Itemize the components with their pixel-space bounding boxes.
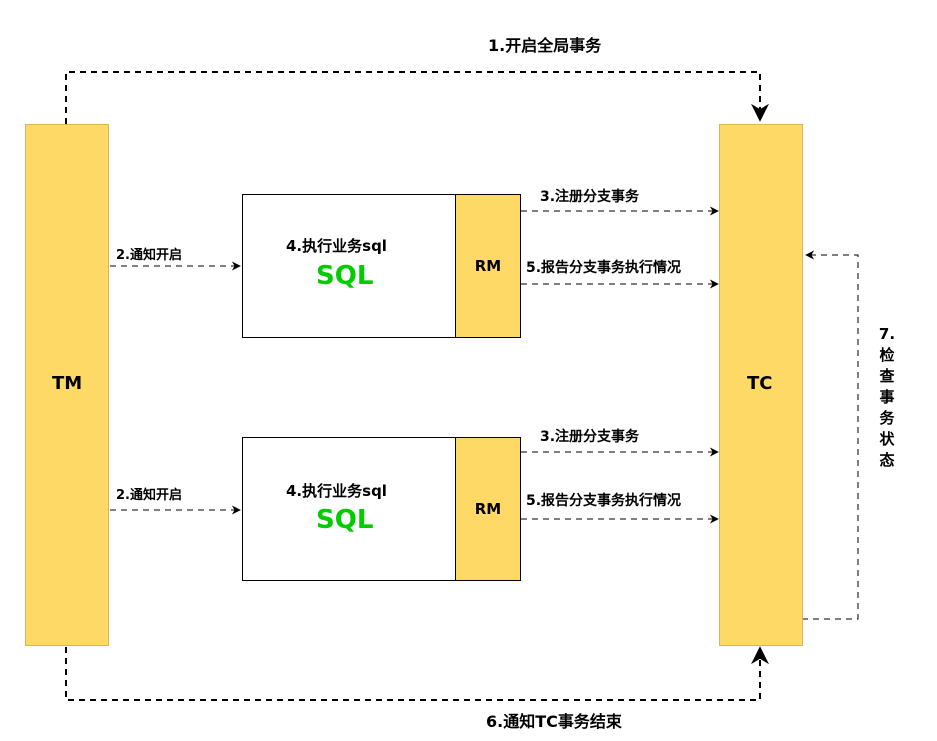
report-branch-label-2: 5.报告分支事务执行情况: [526, 493, 682, 509]
sql-label-2: SQL: [316, 505, 374, 535]
tc-label: TC: [747, 373, 773, 394]
arrow-check-transaction-status: [802, 250, 859, 620]
rm-box-1: RM: [455, 194, 521, 338]
business-sql-box-1: [242, 194, 456, 338]
register-branch-label-1: 3.注册分支事务: [540, 189, 640, 205]
tm-label: TM: [52, 373, 83, 394]
arrow-notify-tc-end: [65, 646, 769, 701]
notify-tc-end-label: 6.通知TC事务结束: [486, 712, 622, 731]
register-branch-label-2: 3.注册分支事务: [540, 429, 640, 445]
check-transaction-status-label: 7.检查事务状态: [878, 325, 896, 469]
start-global-transaction-label: 1.开启全局事务: [488, 36, 602, 55]
sql-label-1: SQL: [316, 261, 374, 291]
report-branch-label-1: 5.报告分支事务执行情况: [526, 260, 682, 276]
business-sql-box-2: [242, 437, 456, 581]
exec-sql-label-2: 4.执行业务sql: [286, 482, 387, 500]
tm-bar: [25, 124, 109, 646]
tc-bar: [719, 124, 803, 646]
rm-box-2: RM: [455, 437, 521, 581]
notify-start-label-2: 2.通知开启: [116, 488, 182, 503]
notify-start-label-1: 2.通知开启: [116, 248, 182, 263]
arrow-start-global-transaction: [65, 71, 769, 124]
exec-sql-label-1: 4.执行业务sql: [286, 237, 387, 255]
